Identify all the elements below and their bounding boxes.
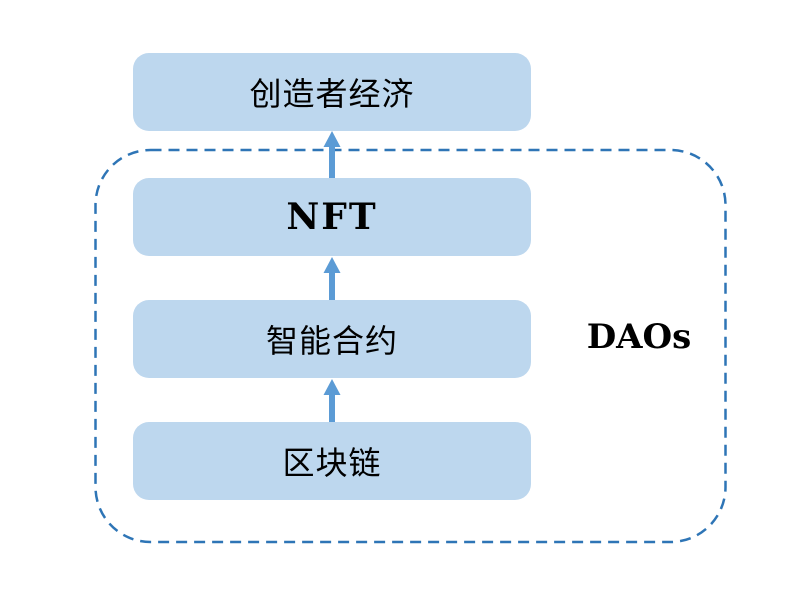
arrow-head-icon: [323, 379, 341, 395]
box-blockchain: 区块链: [133, 422, 531, 500]
box-creator-economy: 创造者经济: [133, 53, 531, 131]
arrow-blockchain-to-smart-contract-icon: [323, 379, 341, 422]
arrow-head-icon: [323, 131, 341, 147]
box-nft-label: NFT: [286, 196, 378, 238]
box-smart-contract-label: 智能合约: [265, 322, 398, 360]
box-creator-economy-label: 创造者经济: [249, 75, 415, 113]
box-blockchain-label: 区块链: [282, 444, 382, 482]
box-smart-contract: 智能合约: [133, 300, 531, 378]
daos-dashed-boundary: [94, 148, 727, 544]
arrow-nft-to-creator-economy-icon: [323, 131, 341, 178]
box-nft: NFT: [133, 178, 531, 256]
arrow-head-icon: [323, 257, 341, 273]
daos-group-label: DAOs: [586, 317, 692, 357]
arrow-smart-contract-to-nft-icon: [323, 257, 341, 300]
